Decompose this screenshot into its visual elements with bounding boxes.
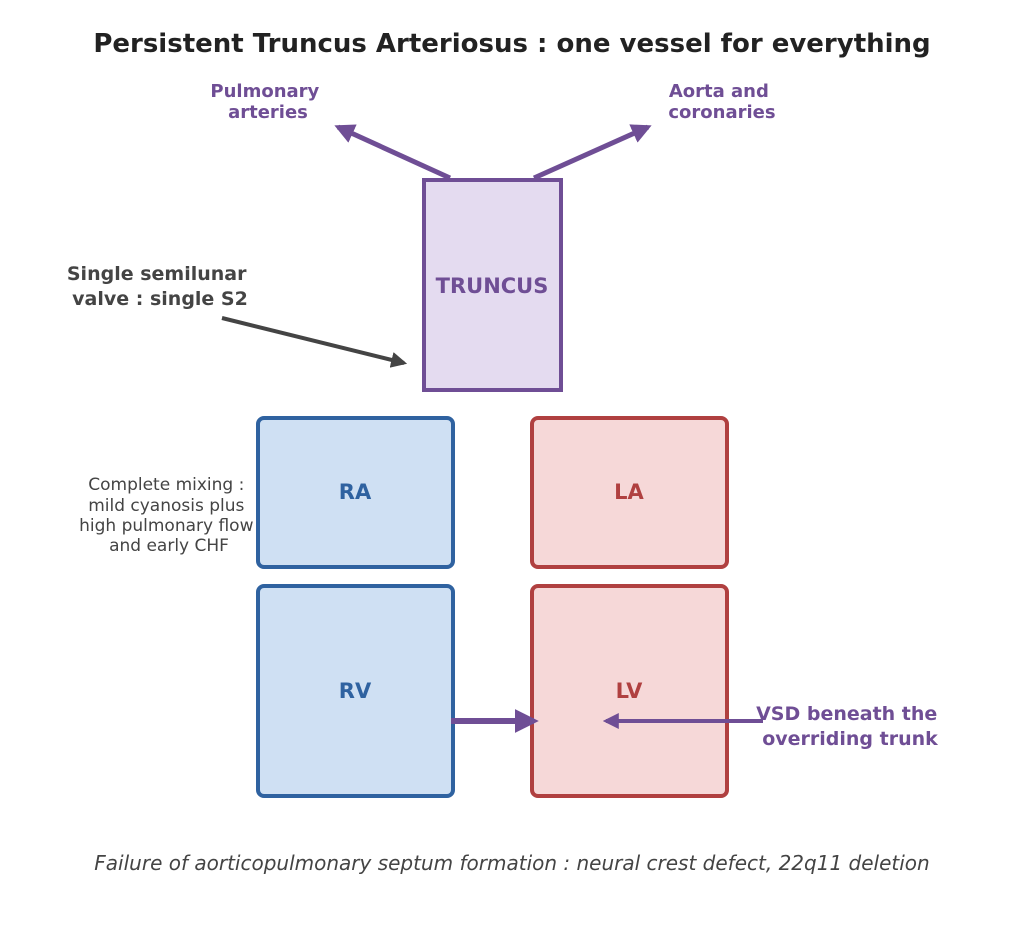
valve-note: Single semilunar valve : single S2 [67, 263, 253, 310]
valve-note-line-2: valve : single S2 [72, 288, 248, 310]
rv-label: RV [339, 679, 372, 703]
pulmonary-label-line-1: Pulmonary [210, 81, 319, 102]
ra-box [256, 416, 455, 569]
lv-box [530, 584, 729, 798]
valve-arrow [221, 316, 408, 368]
truncus-label: TRUNCUS [436, 274, 549, 298]
la-box [530, 416, 729, 569]
truncus-box [422, 178, 563, 392]
vsd-note-line-2: overriding trunk [762, 728, 938, 750]
vsd-note: VSD beneath the overriding trunk [756, 703, 944, 750]
valve-note-line-1: Single semilunar [67, 263, 247, 285]
mixing-note-line-3: high pulmonary flow [79, 516, 253, 536]
la-label: LA [614, 480, 644, 504]
aorta-label-line-1: Aorta and [669, 81, 769, 102]
aorta-label-line-2: coronaries [668, 102, 775, 123]
mixing-note-line-2: mild cyanosis plus [88, 496, 244, 516]
aorta-arrow [532, 124, 652, 181]
footer-caption: Failure of aorticopulmonary septum forma… [94, 851, 929, 875]
mixing-note-line-4: and early CHF [109, 536, 229, 556]
diagram-title: Persistent Truncus Arteriosus : one vess… [93, 29, 930, 59]
pulmonary-arrow [334, 124, 452, 181]
pulmonary-label-line-2: arteries [228, 102, 308, 123]
aorta-coronaries-label: Aorta and coronaries [668, 81, 775, 123]
lv-label: LV [616, 679, 643, 703]
mixing-note-line-1: Complete mixing : [88, 475, 244, 495]
vsd-note-line-1: VSD beneath the [756, 703, 937, 725]
rv-box [256, 584, 455, 798]
pulmonary-arteries-label: Pulmonary arteries [210, 81, 325, 123]
mixing-note: Complete mixing : mild cyanosis plus hig… [79, 475, 259, 556]
ra-label: RA [339, 480, 372, 504]
